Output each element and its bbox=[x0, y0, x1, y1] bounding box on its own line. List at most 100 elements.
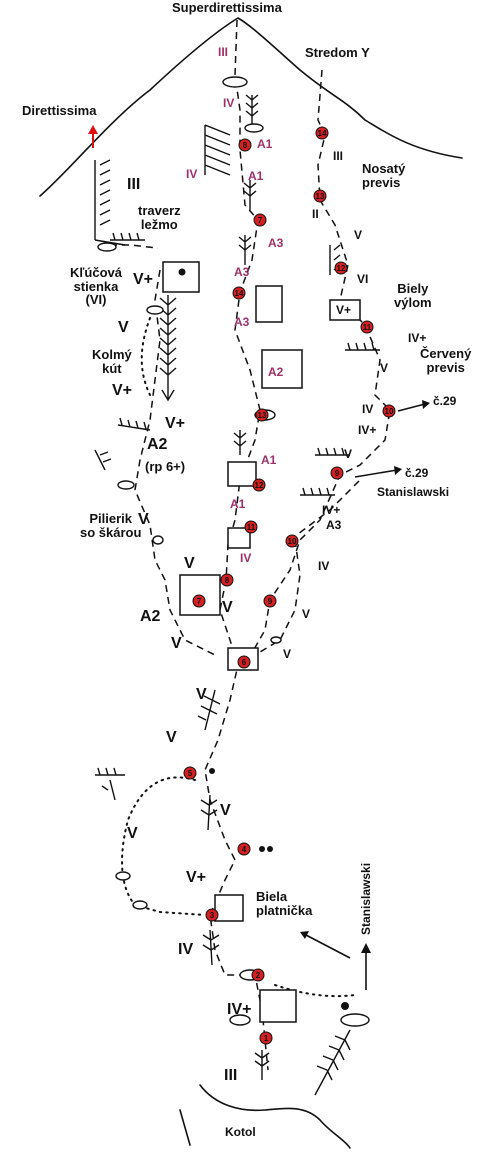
grade-vplus-3: V+ bbox=[165, 415, 186, 432]
label-stanislawski-upper: Stanislawski bbox=[377, 485, 450, 499]
grade-ivplus-r3: IV+ bbox=[322, 503, 341, 517]
belay-number: 10 bbox=[288, 537, 297, 546]
belay-number: 2 bbox=[256, 971, 261, 980]
belay-station bbox=[252, 478, 266, 492]
feather-low-3 bbox=[202, 929, 220, 966]
kotol-base-line bbox=[199, 1084, 351, 1149]
belay-station bbox=[183, 766, 197, 780]
belay-station bbox=[334, 261, 348, 275]
c29-arrow-1 bbox=[397, 403, 426, 412]
label-superdirettissima: Superdirettissima bbox=[172, 0, 282, 15]
belay-number: 12 bbox=[255, 481, 264, 490]
belay-station bbox=[330, 466, 344, 480]
crack-right-ivplus bbox=[345, 342, 380, 351]
grade-ii: II bbox=[312, 207, 319, 221]
crack-left-lower bbox=[95, 767, 125, 801]
block-biela bbox=[214, 894, 244, 922]
grade-v-6: V bbox=[196, 686, 207, 703]
grade-a3-r: A3 bbox=[326, 518, 342, 532]
belay-station bbox=[360, 320, 374, 334]
ridge-line bbox=[39, 17, 463, 197]
grade-a1-1: A1 bbox=[257, 137, 273, 151]
grade-ivplus-r1: IV+ bbox=[408, 331, 427, 345]
label-biela-platnicka: Biela platnička bbox=[256, 889, 313, 918]
belay-number: 10 bbox=[385, 407, 394, 416]
feather-central-c bbox=[238, 235, 252, 265]
grade-v-7: V bbox=[166, 729, 177, 746]
label-cerveny-previs: Červený previs bbox=[420, 346, 472, 375]
grade-a2-mid: A2 bbox=[268, 365, 284, 379]
block-a1 bbox=[227, 461, 257, 487]
grade-a2-1: A2 bbox=[147, 436, 168, 453]
belay-number: 7 bbox=[258, 216, 263, 225]
grade-vplus-4: V+ bbox=[186, 869, 207, 886]
c29-arrow-2 bbox=[354, 469, 398, 478]
grade-ivplus-r2: IV+ bbox=[358, 423, 377, 437]
grade-iii-top: III bbox=[218, 45, 229, 59]
grade-v-r1: V bbox=[354, 228, 363, 242]
grade-v-9: V bbox=[127, 825, 138, 842]
label-stredom-y: Stredom Y bbox=[305, 45, 370, 60]
belay-number: 1 bbox=[264, 1034, 269, 1043]
label-kotol: Kotol bbox=[225, 1125, 256, 1139]
belay-station bbox=[232, 286, 246, 300]
feather-central-b bbox=[243, 180, 257, 210]
grade-v-r2: V bbox=[380, 361, 389, 375]
crack-right-stan bbox=[300, 487, 335, 496]
feather-stanislawski bbox=[314, 1029, 351, 1096]
label-traverz-lezmo: traverz ležmo bbox=[138, 203, 181, 232]
belay-station bbox=[382, 404, 396, 418]
crack-right-c29 bbox=[315, 447, 350, 456]
crack-right-v bbox=[329, 244, 341, 275]
grade-v-8: V bbox=[220, 802, 231, 819]
grade-iv-4: IV bbox=[178, 941, 194, 958]
feather-kolmy bbox=[159, 295, 177, 402]
route-left bbox=[134, 269, 216, 656]
belay-station bbox=[192, 594, 206, 608]
grade-v-r3: V bbox=[344, 447, 353, 461]
block-klucova bbox=[162, 261, 200, 293]
grade-vplus-r: V+ bbox=[336, 303, 352, 317]
belay-station bbox=[313, 189, 327, 203]
grade-v-1: V bbox=[118, 319, 129, 336]
variant-dotted-kolmy bbox=[140, 317, 151, 396]
grade-vplus-1: V+ bbox=[133, 271, 154, 288]
label-c29-upper: č.29 bbox=[433, 394, 457, 408]
label-c29-lower: č.29 bbox=[405, 466, 429, 480]
grade-iii-right: III bbox=[333, 149, 344, 163]
grade-v-r4: V bbox=[302, 607, 311, 621]
belay-number: 4 bbox=[242, 845, 247, 854]
belay-station bbox=[253, 213, 267, 227]
belay-station bbox=[315, 126, 329, 140]
route-main-central bbox=[204, 19, 269, 1071]
block-biely bbox=[329, 299, 361, 321]
crack-left-top bbox=[94, 159, 126, 246]
label-biely-vylom: Biely výlom bbox=[394, 281, 432, 310]
label-stanislawski-lower: Stanislawski bbox=[359, 862, 373, 935]
grade-v-5: V bbox=[171, 635, 182, 652]
belay-number: 13 bbox=[258, 411, 267, 420]
grade-vplus-2: V+ bbox=[112, 382, 133, 399]
grade-v-3: V bbox=[184, 555, 195, 572]
label-nosaty-previs: Nosatý previs bbox=[362, 161, 406, 190]
label-rp: (rp 6+) bbox=[145, 459, 186, 474]
route-central-upper-right bbox=[289, 479, 361, 541]
stanislawski-arrow-left bbox=[305, 934, 351, 959]
grade-iv-2: IV bbox=[186, 167, 198, 181]
belay-number: 7 bbox=[197, 597, 202, 606]
route-traverse-top bbox=[110, 244, 159, 249]
variant-dotted-lower-left bbox=[121, 776, 206, 916]
belay-number: 11 bbox=[247, 523, 256, 532]
belay-number: 5 bbox=[188, 769, 193, 778]
route-right-lower bbox=[254, 539, 301, 656]
grade-ivplus-1: IV+ bbox=[227, 1001, 252, 1018]
grade-v-4: V bbox=[222, 599, 233, 616]
belay-number: 8 bbox=[243, 141, 248, 150]
belay-number: 9 bbox=[335, 469, 340, 478]
block-1 bbox=[259, 989, 297, 1023]
block-a2 bbox=[261, 349, 303, 389]
belay-number: 9 bbox=[268, 597, 273, 606]
left-base-line bbox=[179, 1109, 191, 1146]
